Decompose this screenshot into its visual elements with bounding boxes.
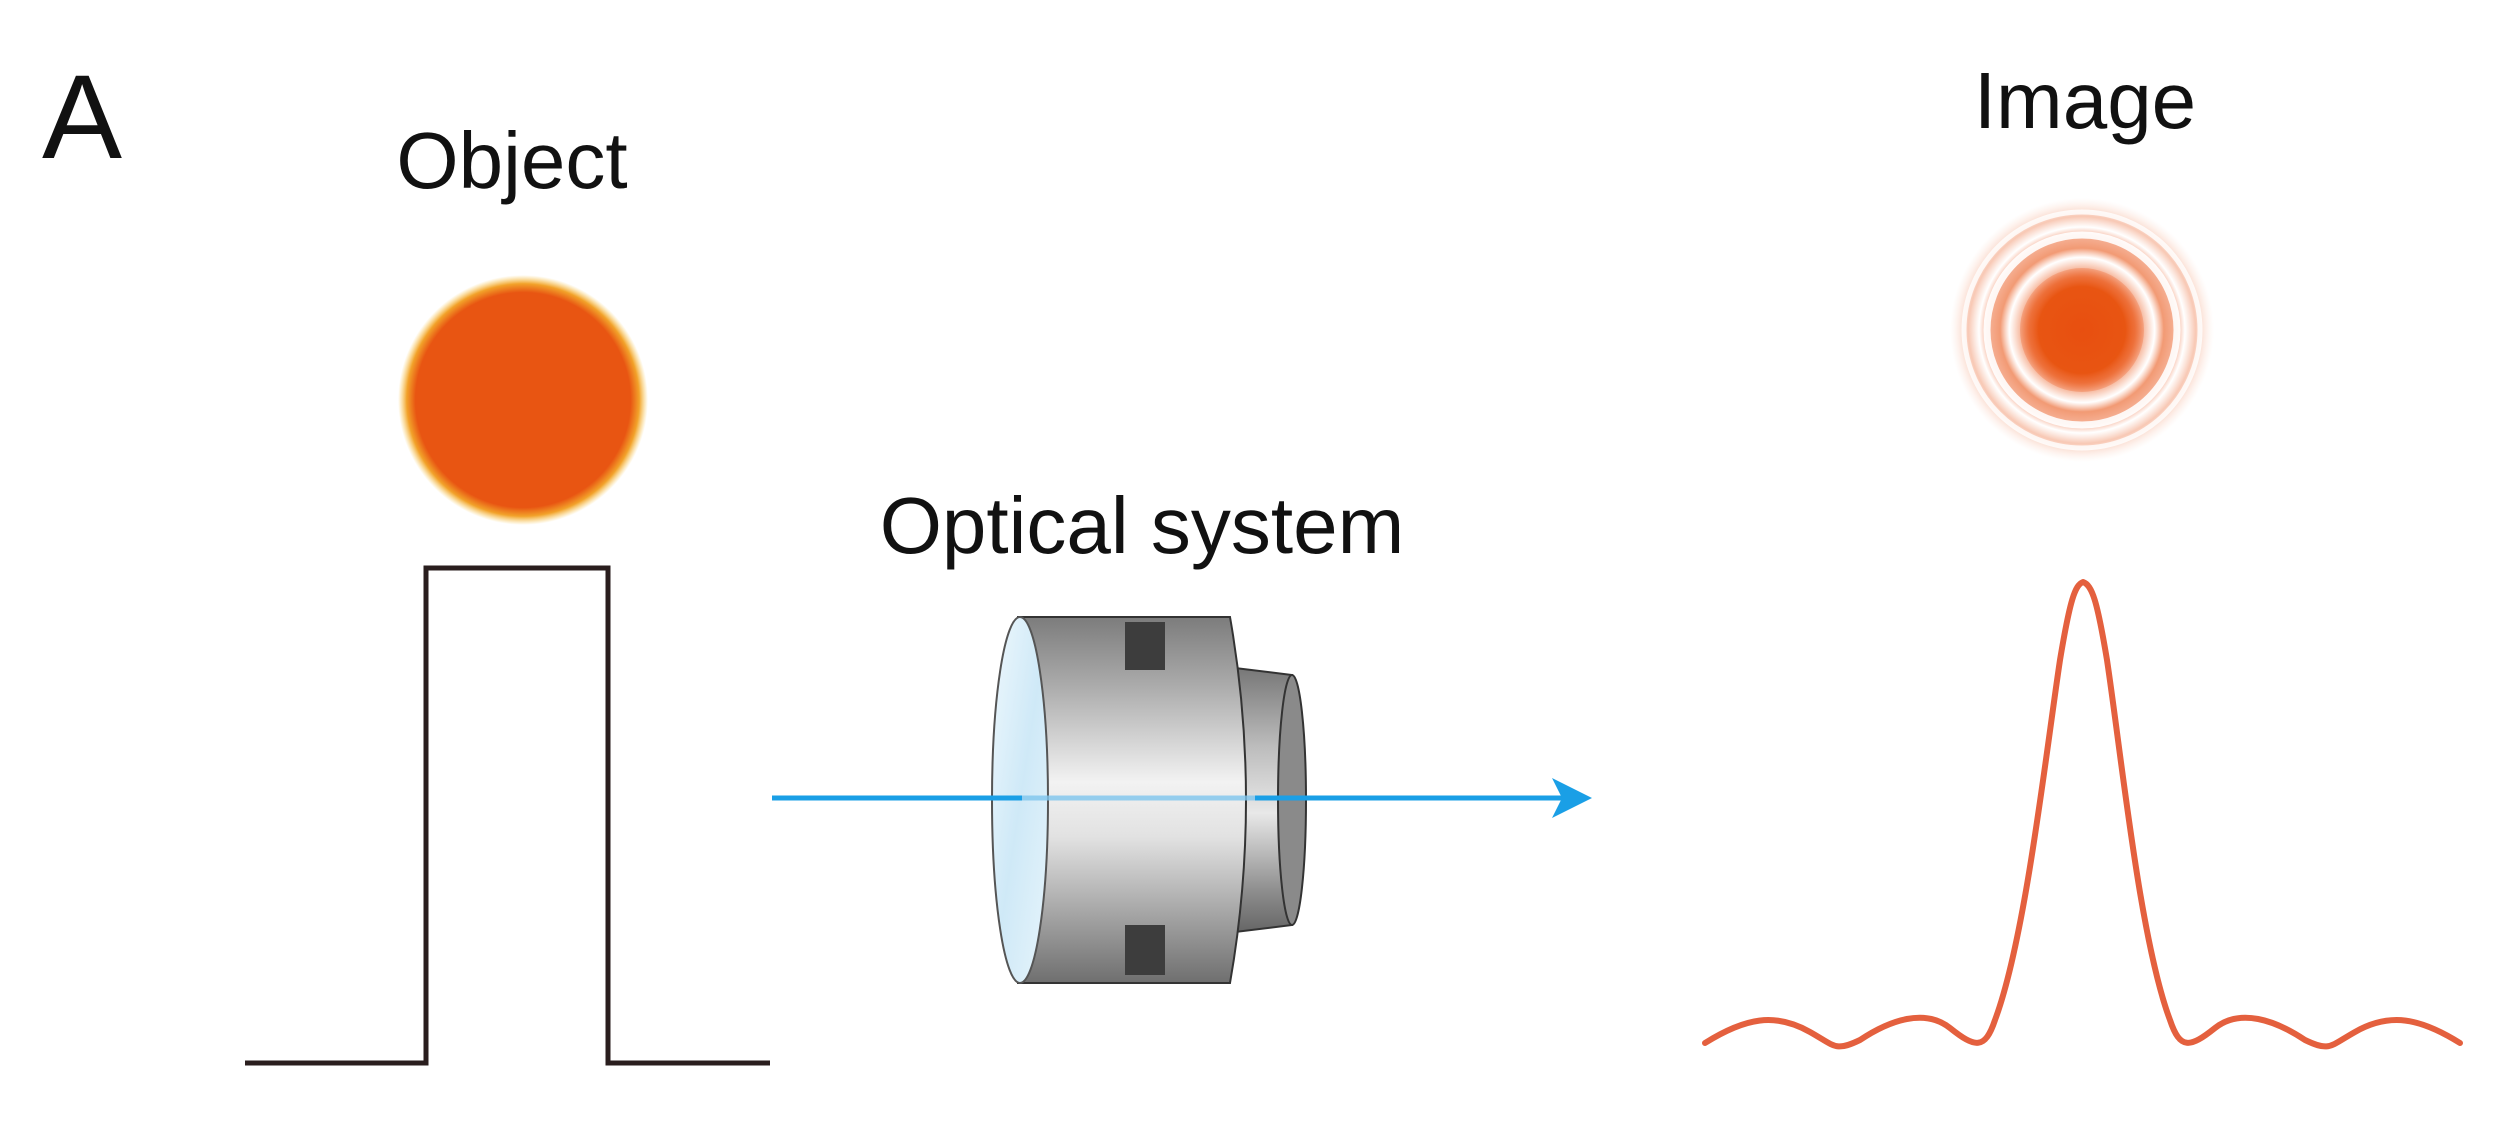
panel-label: A bbox=[42, 50, 122, 184]
image-psf-curve bbox=[1702, 579, 2463, 1050]
object-rect-profile bbox=[245, 565, 770, 1066]
airy-pattern-icon bbox=[1950, 198, 2214, 462]
object-disk-icon bbox=[398, 275, 648, 525]
object-label: Object bbox=[396, 116, 627, 205]
image-label: Image bbox=[1974, 56, 2196, 145]
optical-system-label: Optical system bbox=[880, 481, 1405, 570]
